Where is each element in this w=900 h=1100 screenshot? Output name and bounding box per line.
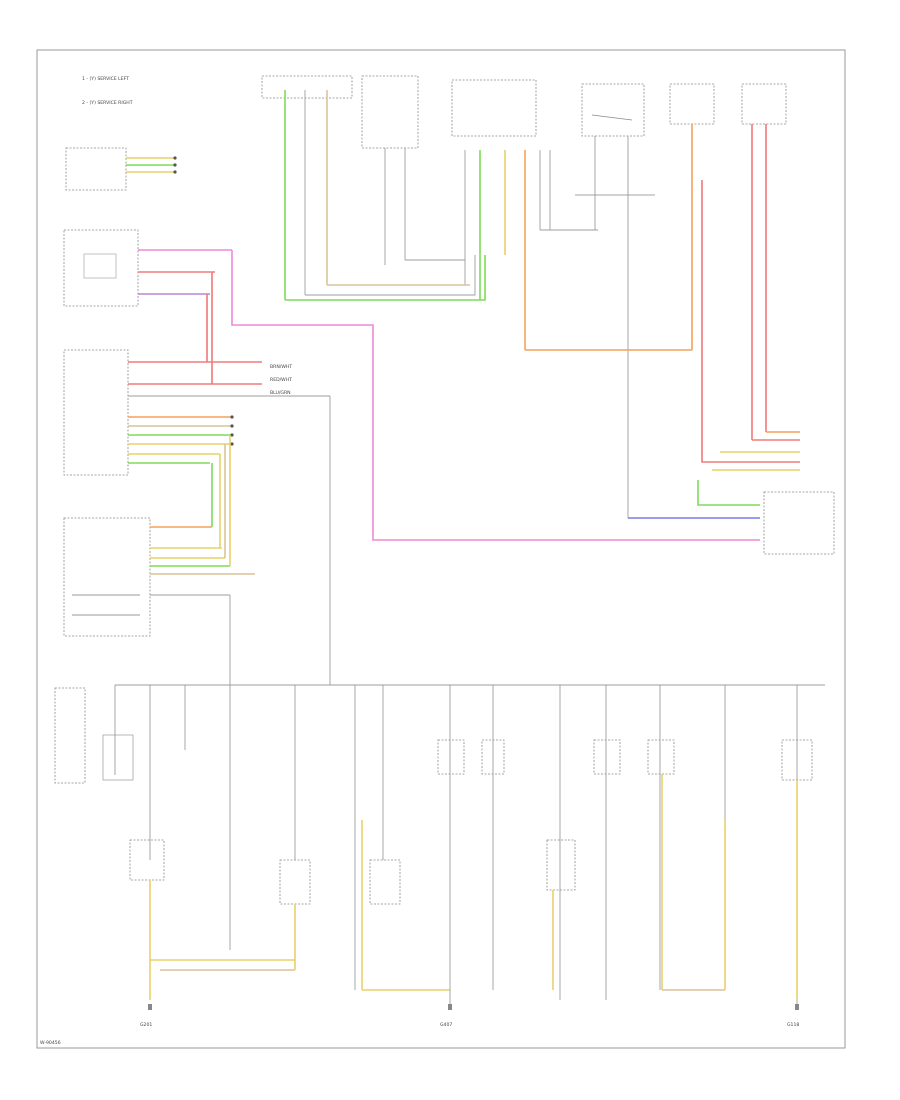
legend-item-1: 1 - (Y) SERVICE LEFT bbox=[82, 76, 129, 82]
ground-label-2: G407 bbox=[440, 1022, 452, 1028]
harness-labels: BRN/WHT RED/WHT BLU/GRN bbox=[270, 364, 292, 396]
top-fuse-1 bbox=[669, 83, 715, 350]
ground-symbols: G201 G407 G118 bbox=[140, 1004, 799, 1028]
top-connector-left bbox=[261, 75, 353, 300]
instrument-panel-switch bbox=[63, 517, 255, 685]
diagram-frame bbox=[36, 49, 846, 1049]
passenger-control-module bbox=[63, 229, 232, 307]
harness-label-3: BLU/GRN bbox=[270, 390, 291, 396]
top-connector-sensor bbox=[451, 79, 551, 350]
body-control-module bbox=[63, 349, 330, 476]
legend-item-2: 2 - (Y) SERVICE RIGHT bbox=[82, 100, 133, 106]
ground-label-3: G118 bbox=[787, 1022, 799, 1028]
harness-label-1: BRN/WHT bbox=[270, 364, 292, 370]
pink-harness-wire bbox=[231, 250, 760, 541]
legend: 1 - (Y) SERVICE LEFT 2 - (Y) SERVICE RIG… bbox=[82, 76, 133, 106]
top-relay-module bbox=[581, 83, 645, 518]
top-fuse-2 bbox=[741, 83, 787, 440]
harness-label-2: RED/WHT bbox=[270, 377, 292, 383]
right-control-module bbox=[763, 491, 835, 555]
footer-code: W-90456 bbox=[40, 1040, 61, 1046]
ground-label-1: G201 bbox=[140, 1022, 152, 1028]
instrument-cluster bbox=[65, 147, 177, 191]
top-connector-module bbox=[361, 75, 419, 265]
bottom-circuits bbox=[54, 685, 813, 1010]
